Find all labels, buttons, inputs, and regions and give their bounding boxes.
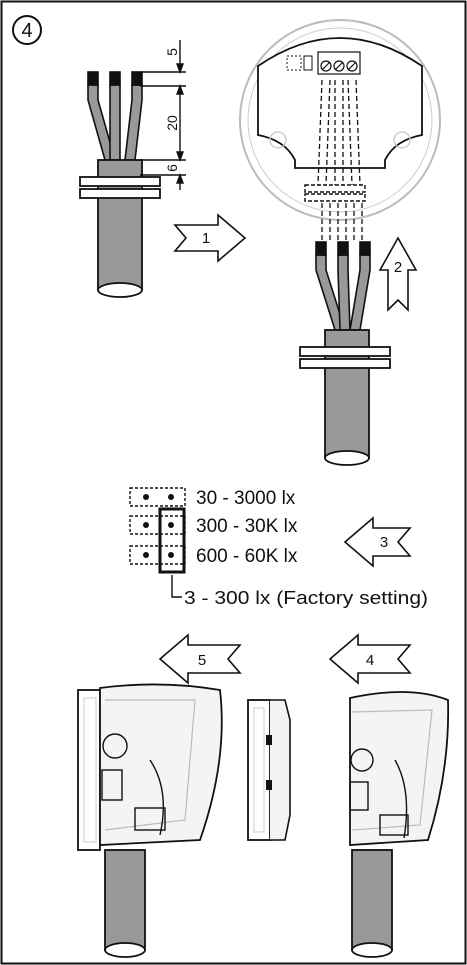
dashed-wires bbox=[317, 79, 363, 240]
arrow-3: 3 bbox=[343, 516, 412, 568]
terminal-block bbox=[317, 51, 361, 75]
step-number: 4 bbox=[21, 20, 32, 42]
arrow-2: 2 bbox=[378, 236, 418, 312]
arrow-5: 5 bbox=[158, 633, 242, 685]
cable-stripped-dimensions: 5 20 6 bbox=[79, 40, 186, 298]
jumper-row-2-label: 300 - 30K lx bbox=[196, 516, 298, 537]
sensor-assembled bbox=[77, 683, 223, 958]
jumper-settings: 30 - 3000 lx 300 - 30K lx 600 - 60K lx 3… bbox=[129, 487, 428, 608]
jumper-block-small bbox=[286, 55, 313, 71]
arrow-3-label: 3 bbox=[380, 534, 388, 551]
jumper-row-1-label: 30 - 3000 lx bbox=[196, 488, 296, 509]
arrow-1: 1 bbox=[173, 213, 247, 263]
arrow-1-label: 1 bbox=[202, 230, 210, 247]
base-plate-side bbox=[247, 699, 291, 841]
dimension-5: 5 bbox=[164, 48, 180, 56]
arrow-4-label: 4 bbox=[366, 652, 374, 669]
factory-setting-label: 3 - 300 lx (Factory setting) bbox=[184, 588, 428, 608]
jumper-bridge bbox=[158, 507, 186, 574]
base-plate bbox=[239, 19, 441, 240]
arrow-5-label: 5 bbox=[198, 652, 206, 669]
arrow-4: 4 bbox=[328, 633, 412, 685]
arrow-2-label: 2 bbox=[394, 259, 402, 276]
sensor-cover bbox=[349, 691, 450, 958]
cable-inserted bbox=[299, 241, 391, 466]
dimension-6: 6 bbox=[164, 164, 180, 172]
dimension-lines bbox=[140, 40, 186, 190]
jumper-row-3-label: 600 - 60K lx bbox=[196, 546, 298, 567]
cable-wires bbox=[87, 71, 143, 161]
step-badge: 4 bbox=[12, 15, 42, 45]
dimension-20: 20 bbox=[164, 115, 180, 131]
